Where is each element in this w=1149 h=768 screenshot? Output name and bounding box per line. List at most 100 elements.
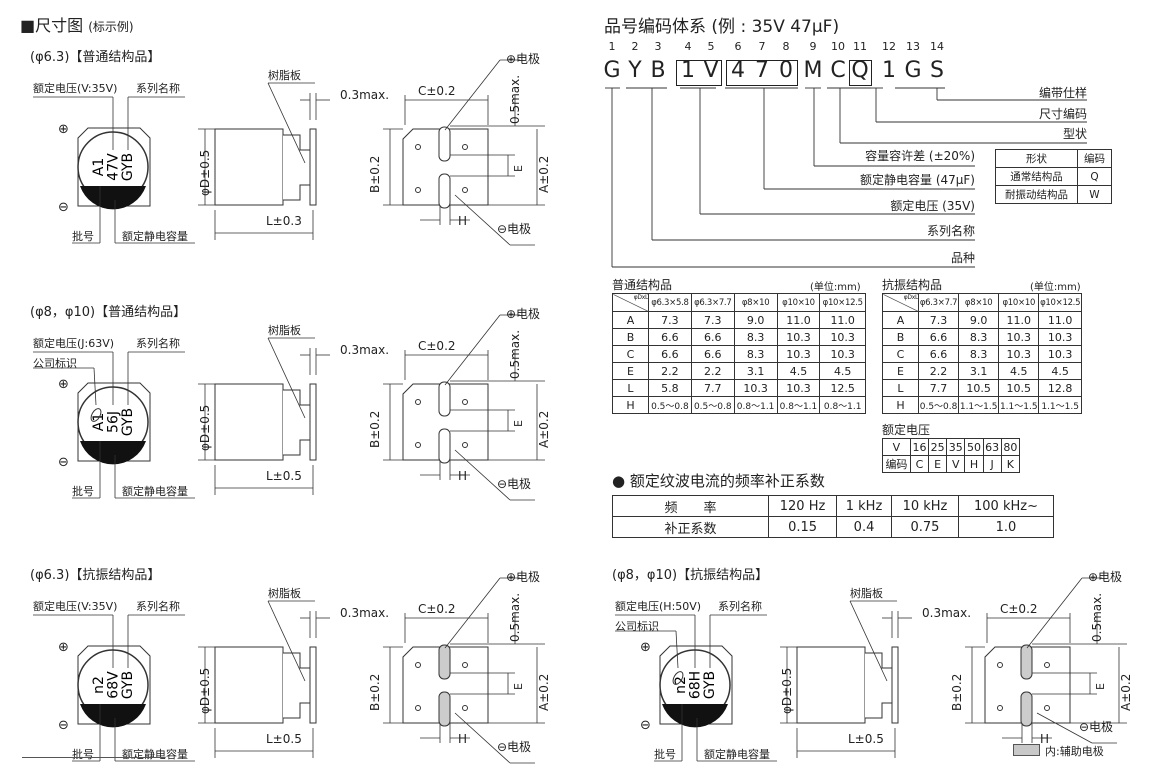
hole-icon	[462, 187, 468, 193]
marking-line: 56J	[106, 411, 122, 433]
dimension-cell: 8.3	[958, 328, 1000, 346]
dimension-l-label: L±0.5	[848, 732, 884, 746]
code-field-label: 额定电压 (35V)	[890, 199, 975, 213]
hole-icon	[462, 399, 468, 405]
dimension-l-label: L±0.5	[266, 469, 302, 483]
dimension-c-label: C±0.2	[418, 84, 456, 98]
resin-plate-label: 树脂板	[268, 69, 301, 82]
dimension-cell: 0.8～1.1	[733, 396, 778, 414]
negative-stripe	[80, 186, 146, 210]
dimension-label: L	[612, 379, 649, 397]
auxiliary-electrode-swatch	[1013, 744, 1040, 756]
minus-mark: ⊖	[640, 718, 651, 733]
dimension-h-label: H	[458, 214, 468, 228]
dimension-cell: 7.7	[690, 379, 735, 397]
dimension-cell: 10.3	[819, 328, 866, 346]
plus-electrode	[1020, 644, 1033, 680]
code-character: G	[603, 58, 621, 83]
plus-mark: ⊕	[58, 122, 69, 137]
lot-number-label: 批号	[72, 485, 94, 498]
dimension-h-label: H	[458, 469, 468, 483]
dimension-h-label: H	[458, 732, 468, 746]
leader-line	[1036, 712, 1093, 744]
dimension-cell: 0.5～0.8	[917, 396, 960, 414]
code-field-label: 容量容许差 (±20%)	[865, 149, 975, 163]
code-character: 7	[755, 58, 769, 83]
lot-number-label: 批号	[72, 230, 94, 243]
minus-mark: ⊖	[58, 200, 69, 215]
dimension-h-label: H	[1040, 732, 1050, 746]
dimension-cell: 9.0	[733, 311, 778, 329]
negative-stripe	[662, 704, 728, 728]
marking-line: 47V	[106, 153, 122, 181]
dimension-cell: 1.1～1.5	[1038, 396, 1082, 414]
hole-icon	[415, 187, 421, 193]
divider	[22, 757, 165, 758]
lead-terminal	[309, 646, 317, 724]
value-cell: 0.4	[836, 516, 892, 538]
dimension-cell: 10.3	[1038, 328, 1082, 346]
code-position-number: 5	[707, 40, 715, 53]
panel-title: (φ6.3)【抗振结构品】	[30, 568, 161, 583]
hole-icon	[415, 144, 421, 150]
capacitor-side-body	[214, 128, 284, 206]
code-position-number: 10	[831, 40, 845, 53]
auxiliary-electrode-legend: 内:辅助电极	[1045, 745, 1104, 758]
value-cell: C	[909, 455, 930, 473]
code-character: S	[930, 58, 944, 83]
vib-table-title: 抗振结构品	[882, 278, 943, 292]
rated-voltage-label: 额定电压(J:63V)	[33, 337, 115, 350]
plus-electrode-label: ⊕电极	[506, 307, 541, 321]
dimension-cell: 11.0	[998, 311, 1040, 329]
leader-line	[267, 82, 306, 164]
minus-electrode-label: ⊖电极	[1079, 720, 1114, 734]
dimension-cell: 7.3	[648, 311, 692, 329]
lead-dimension-label: 0.3max.	[340, 88, 390, 102]
minus-electrode	[438, 691, 451, 727]
capacitance-code-box	[726, 60, 798, 86]
minus-mark: ⊖	[58, 455, 69, 470]
leader-line	[1026, 577, 1083, 649]
dimension-cell: 0.5～0.8	[648, 396, 692, 414]
resin-plate-label: 树脂板	[850, 587, 883, 600]
value-cell: 50	[964, 438, 984, 456]
resin-plate-label: 树脂板	[268, 587, 301, 600]
minus-mark: ⊖	[58, 718, 69, 733]
company-mark-label: 公司标识	[615, 620, 659, 633]
panel-title: (φ8，φ10)【普通结构品】	[30, 305, 187, 320]
capacitor-side-body	[214, 383, 284, 461]
dimension-c-label: C±0.2	[418, 602, 456, 616]
code-position-number: 4	[684, 40, 692, 53]
corner-header: φDxL	[612, 293, 649, 312]
value-cell: 1 kHz	[836, 495, 892, 517]
code-position-number: 8	[782, 40, 790, 53]
value-cell: J	[982, 455, 1002, 473]
negative-stripe	[80, 704, 146, 728]
hole-icon	[462, 442, 468, 448]
company-mark-label: 公司标识	[33, 357, 77, 370]
dimension-cell: 4.5	[776, 362, 821, 380]
marking-line: A1	[91, 413, 107, 431]
leader-line	[267, 600, 306, 682]
panel-title: (φ6.3)【普通结构品】	[30, 50, 161, 65]
leader-line	[444, 59, 501, 131]
lead-dimension-label: 0.3max.	[340, 606, 390, 620]
capacitance-label: 额定静电容量	[704, 748, 770, 761]
code-field-label: 型状	[1062, 127, 1087, 141]
vib-table-unit: (单位:mm)	[1030, 282, 1081, 293]
hole-icon	[462, 144, 468, 150]
